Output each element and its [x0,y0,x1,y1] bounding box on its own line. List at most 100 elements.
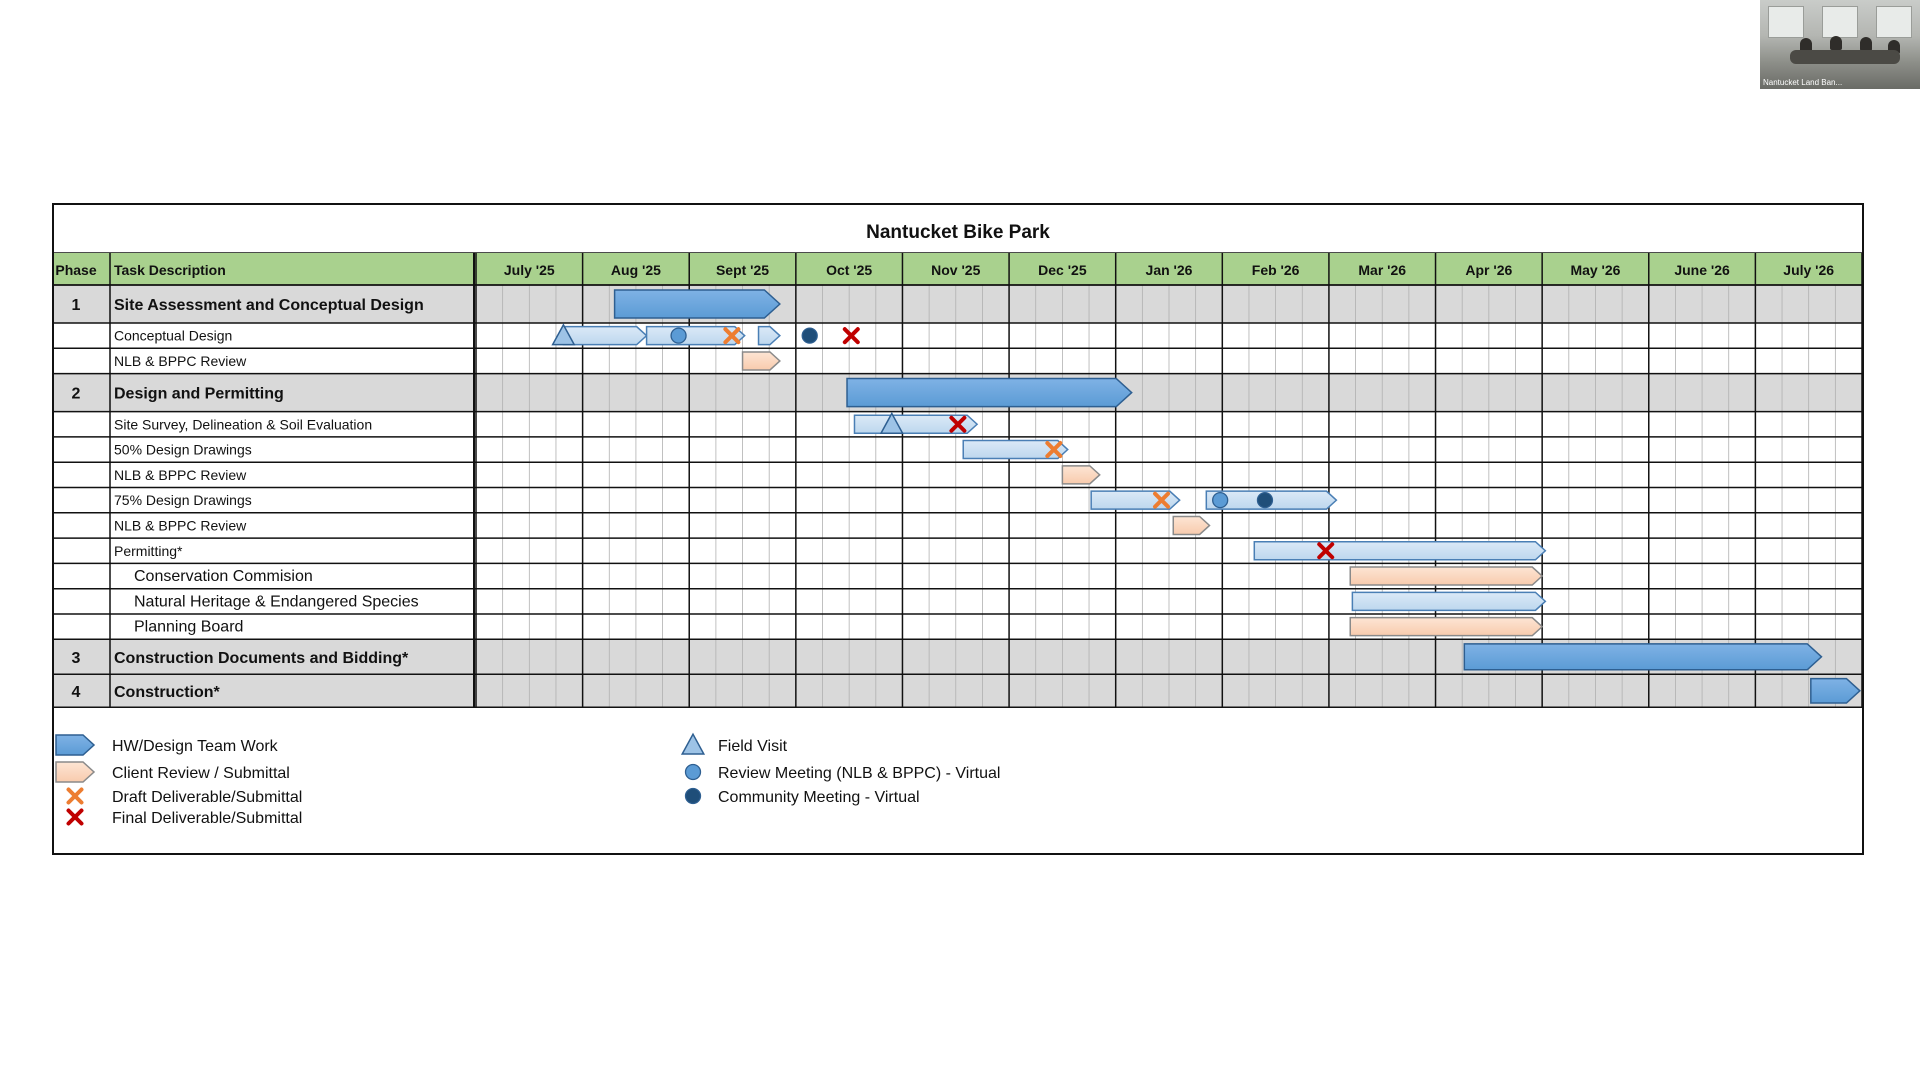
cross-stroke [949,415,967,433]
community-meeting-marker [684,787,702,805]
final-deliverable-marker [66,808,84,826]
month-label: May '26 [1570,262,1620,278]
window-shape [1768,6,1804,38]
draft-deliverable-marker [723,327,741,345]
month-label: Mar '26 [1358,262,1406,278]
task-label: Site Assessment and Conceptual Design [114,297,424,314]
task-row-bg [54,462,476,488]
task-row-bg [54,411,476,437]
phase-number: 1 [72,297,81,314]
task-row-bg [54,563,476,589]
client-review-bar [1061,465,1101,485]
phase-number: 4 [72,684,81,701]
task-row-bg [54,614,476,640]
task-row-bg [54,538,476,564]
person-icon [1800,38,1812,52]
month-label: Aug '25 [611,262,661,278]
header-row [54,253,1862,285]
task-label: Natural Heritage & Endangered Species [134,593,419,610]
task-row-bg [54,639,476,675]
phase-number: 3 [72,650,81,667]
final-deliverable-marker [842,327,860,345]
task-label: Conservation Commision [134,568,313,585]
task-label: Permitting* [114,543,183,559]
cross-stroke [1045,441,1063,459]
task-row-bg [54,348,476,374]
task-row-bg [54,487,476,513]
legend-client-symbol [55,761,96,783]
task-row-bg [54,512,476,539]
task-row-bg [54,285,476,323]
legend-label: HW/Design Team Work [112,738,279,755]
month-label: Sept '25 [716,262,769,278]
task-label: Design and Permitting [114,386,284,403]
team-work-bar [1253,541,1547,561]
review-meeting-marker [684,763,702,781]
month-label: Dec '25 [1038,262,1087,278]
draft-deliverable-marker [1153,491,1171,509]
month-label: Apr '26 [1465,262,1512,278]
legend-team-symbol [55,734,96,756]
person-icon [1860,37,1872,51]
legend-label: Review Meeting (NLB & BPPC) - Virtual [718,765,1000,782]
task-row-bg [54,674,476,708]
month-label: June '26 [1674,262,1730,278]
legend-label: Final Deliverable/Submittal [112,810,302,827]
review-meeting-marker [1212,491,1229,509]
team-work-bar [562,325,648,346]
window-shape [1822,6,1858,38]
cross-stroke [842,327,860,345]
cross-stroke [723,327,741,345]
task-header: Task Description [114,262,226,278]
draft-deliverable-marker [66,787,84,805]
community-meeting-marker [801,327,818,344]
field-visit-marker [680,732,706,755]
task-label: NLB & BPPC Review [114,353,247,369]
legend-label: Client Review / Submittal [112,765,290,782]
client-review-bar [1349,616,1544,637]
task-label: Conceptual Design [114,328,232,344]
video-thumbnail[interactable]: Nantucket Land Ban... [1760,0,1920,89]
task-label: Construction* [114,684,221,701]
legend-label: Field Visit [718,738,788,755]
team-work-bar [613,289,781,319]
cross-stroke [66,787,84,805]
video-label: Nantucket Land Ban... [1763,78,1843,87]
task-row-bg [54,323,476,349]
person-icon [1830,36,1842,50]
team-work-bar [1351,591,1547,612]
legend-label: Draft Deliverable/Submittal [112,789,302,806]
table-shape [1790,50,1900,64]
month-label: July '26 [1783,262,1834,278]
client-review-bar [1349,566,1544,586]
task-label: 75% Design Drawings [114,492,252,508]
month-label: Oct '25 [826,262,872,278]
cross-stroke [1153,491,1171,509]
team-work-bar [757,325,781,346]
field-visit-marker [551,323,576,346]
team-work-bar [1810,677,1861,704]
task-row-bg [54,588,476,614]
team-work-bar [645,325,746,346]
community-meeting-marker [1256,491,1274,509]
final-deliverable-marker [949,415,967,433]
chart-title: Nantucket Bike Park [866,222,1050,243]
review-meeting-marker [670,327,687,344]
task-label: NLB & BPPC Review [114,517,247,533]
task-label: Construction Documents and Bidding* [114,650,409,667]
phase-header: Phase [55,262,96,278]
task-label: Planning Board [134,619,243,636]
cross-stroke [1317,542,1335,560]
month-label: Jan '26 [1146,262,1193,278]
task-row-bg [54,436,476,463]
month-label: Feb '26 [1252,262,1300,278]
client-review-bar [741,351,781,371]
phase-number: 2 [72,386,81,403]
team-work-bar [962,439,1069,460]
month-label: Nov '25 [931,262,980,278]
draft-deliverable-marker [1045,441,1063,459]
task-label: 50% Design Drawings [114,442,252,458]
field-visit-marker [879,411,904,434]
task-label: NLB & BPPC Review [114,467,247,483]
